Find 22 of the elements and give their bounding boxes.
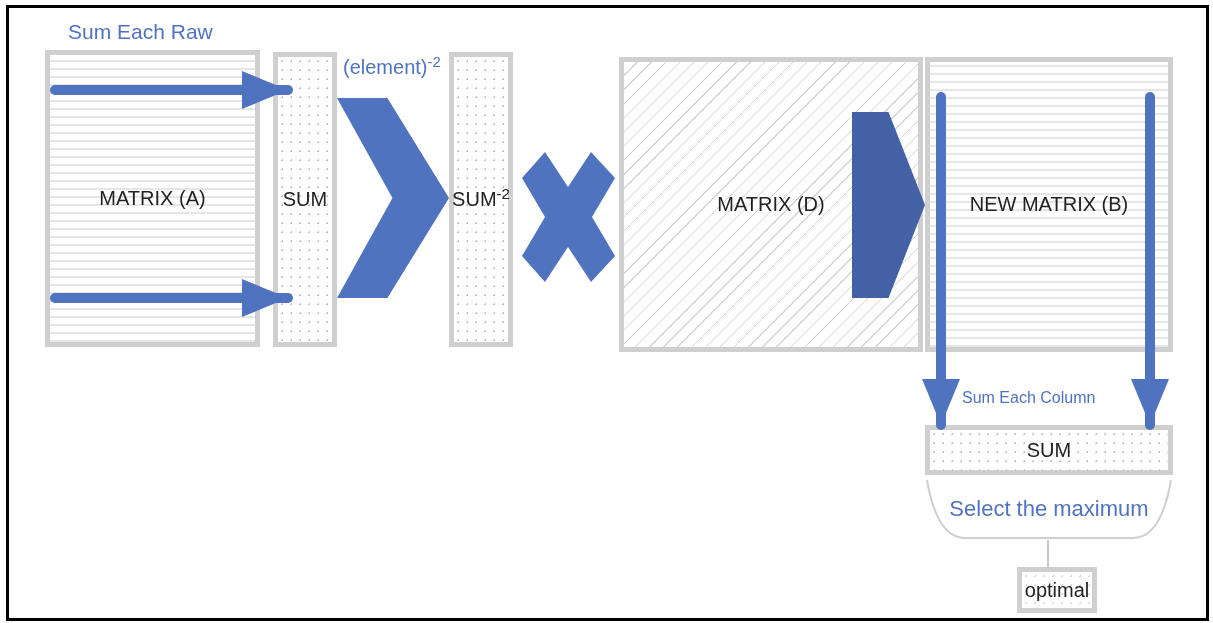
sum-row-box	[925, 425, 1173, 475]
selection-bracket	[925, 478, 1173, 540]
arrow	[50, 279, 293, 317]
chevron-arrow	[852, 112, 925, 298]
arrow	[50, 71, 293, 109]
matrix-box	[925, 57, 1173, 352]
connector-line	[1047, 539, 1049, 568]
node-label: optimal	[1023, 577, 1091, 603]
node-label: MATRIX (D)	[716, 192, 826, 217]
node-label: SUM	[1025, 437, 1073, 463]
node-label: NEW MATRIX (B)	[968, 192, 1130, 217]
node-label: Select the maximum	[948, 495, 1150, 523]
result-box	[1017, 567, 1097, 613]
arrow	[922, 92, 960, 430]
chevron-arrow	[337, 98, 449, 298]
sum-column-box	[273, 52, 337, 347]
sum-column-box	[449, 52, 513, 347]
matrix-box	[45, 50, 260, 347]
node-label: SUM	[281, 187, 329, 212]
node-label: MATRIX (A)	[98, 186, 207, 211]
node-label: SUM$^{-2}$	[451, 187, 511, 212]
arrow	[1131, 92, 1169, 430]
